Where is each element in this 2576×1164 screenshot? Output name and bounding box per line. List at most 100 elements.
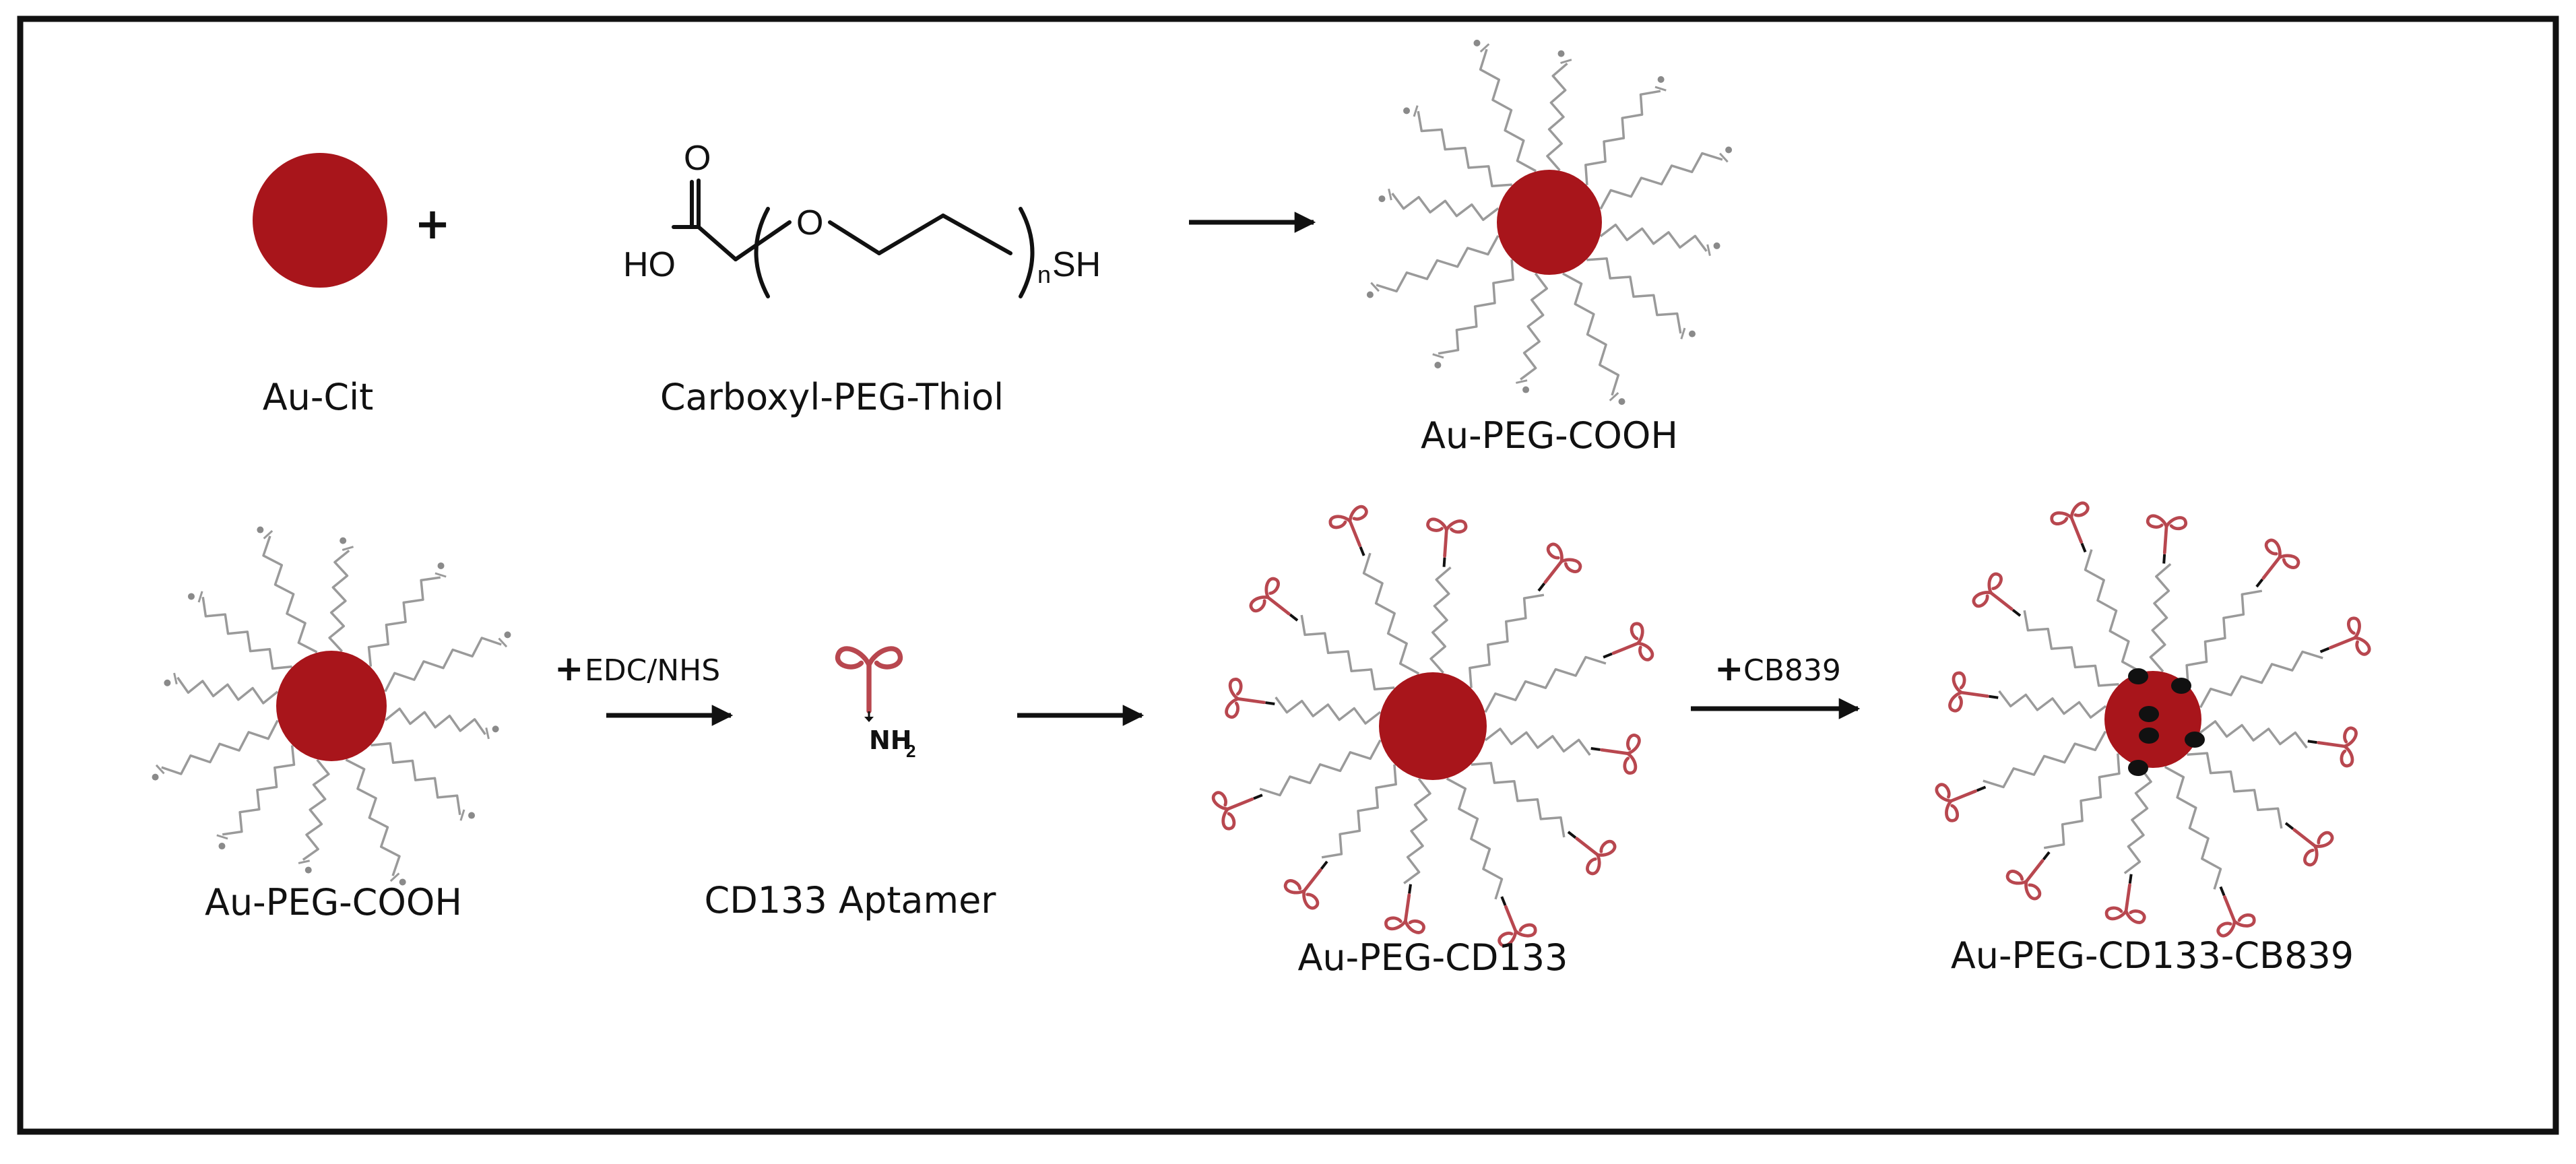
carboxyl-atom [1688,330,1696,337]
aptamer-icon [1972,572,2014,611]
carboxyl-atom [340,537,347,544]
peg-chain [2149,562,2172,673]
label-cd133-aptamer: CD133 Aptamer [704,879,996,922]
au-peg-cooh-nanoparticle-bottom [152,526,511,886]
peg-chain [302,758,330,861]
linker [1320,860,1328,870]
carboxyl-group [1516,379,1528,384]
au-peg-cd133-cb839-nanoparticle [1935,501,2371,938]
linker [1603,652,1613,659]
label-au-peg-cd133: Au-PEG-CD133 [1297,936,1568,979]
linker [2307,740,2317,744]
linker [1567,831,1577,839]
cb839-drug-dot [2171,678,2191,694]
aptamer-icon [1498,905,1537,948]
peg-chain [2164,765,2222,890]
carboxyl-group [1680,327,1686,340]
carboxyl-group [298,860,311,864]
peg-chain [1446,777,1504,900]
aptamer-icon [2261,538,2300,580]
linker [1442,557,1446,567]
aptamer-icon [1211,791,1254,831]
cd133-aptamer-icon [835,646,903,722]
label-au-peg-cd133-cb839: Au-PEG-CD133-CB839 [1951,934,2354,977]
peg-chain [1599,223,1708,252]
peg-chain [1586,257,1682,334]
peg-chain [384,707,486,736]
linker [1253,794,1263,800]
aptamer-icon [2292,828,2334,867]
peg-chain [1983,730,2107,789]
peg-chain [2023,610,2119,687]
peg-chain [1562,272,1620,396]
peg-chain [1998,690,2107,719]
carboxyl-atom [152,773,159,781]
carboxyl-atom [468,812,476,819]
peg-chain [367,576,441,667]
aptamer-icon [1328,505,1368,548]
chem-ho: HO [623,245,676,284]
peg-chain [2084,549,2142,674]
label-au-peg-cooh-bottom: Au-PEG-COOH [205,881,462,924]
carboxyl-group [459,809,465,821]
carboxyl-group [1706,244,1711,256]
peg-chain [176,676,279,705]
carboxyl-atom [304,866,312,874]
peg-chain [262,536,318,653]
aptamer-icon [2050,501,2090,544]
peg-chain [1321,764,1397,859]
carboxyl-atom [1557,50,1565,57]
peg-chain [1429,566,1452,674]
cb839-drug-dot [2139,728,2159,744]
peg-chain [384,637,502,692]
aptamer-icon [1384,893,1425,934]
linker [1500,896,1507,906]
peg-chain [1275,697,1382,725]
aptamer-icon [2328,616,2371,656]
peg-chain [1584,90,1661,185]
label-au-cit: Au-Cit [263,376,374,418]
carboxyl-atom [257,526,264,534]
cb839-drug-dot [2128,668,2148,684]
carboxyl-group [1719,152,1729,163]
carboxyl-group [434,572,447,578]
linker [2255,578,2264,588]
carboxyl-group [263,529,273,540]
peg-chain [1300,614,1395,690]
carboxyl-atom [492,725,499,733]
linker [2219,886,2226,897]
carboxyl-atom [1434,361,1442,368]
carboxyl-atom [1403,107,1411,115]
carboxyl-group [389,872,400,882]
peg-chain [2199,720,2308,749]
carboxyl-atom [1657,76,1665,84]
carboxyl-atom [164,679,171,686]
label-au-peg-cooh-top: Au-PEG-COOH [1421,414,1678,457]
gold-nanoparticle [1379,672,1487,780]
carboxyl-group [1609,392,1619,401]
aptamer-icon [2104,883,2146,924]
peg-chain [161,719,279,775]
carboxyl-group [1479,43,1490,53]
peg-chain [1376,235,1500,293]
gold-nanoparticle [276,651,387,761]
carboxyl-atom [187,593,195,600]
plus-sign-edc: + [554,649,584,689]
peg-chain [1438,259,1514,355]
au-peg-cd133-nanoparticle [1211,505,1654,948]
linker [1289,613,1299,622]
aptamer-icon [1935,783,1978,822]
aptamer-icon [2005,859,2044,901]
aptamer-icon [1283,868,1322,910]
carboxyl-group [485,727,490,740]
peg-chain [1259,739,1382,797]
linker [1537,582,1546,592]
aptamer-icon [2146,514,2187,554]
reagent-edc-nhs: EDC/NHS [585,653,720,688]
peg-chain [2187,752,2283,829]
peg-chain [2199,650,2323,709]
diagram-frame [17,15,2559,1135]
peg-chain [1479,48,1537,172]
carboxyl-atom [504,631,511,639]
aptamer-icon [1600,734,1641,775]
